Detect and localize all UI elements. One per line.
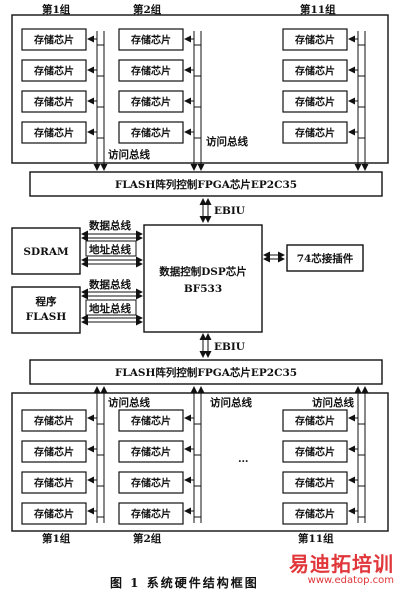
chip-box bbox=[282, 409, 348, 432]
chip-label: 存储芯片 bbox=[131, 127, 171, 140]
dsp-label-line1: 数据控制DSP芯片 bbox=[158, 265, 247, 278]
chip-label: 存储芯片 bbox=[131, 34, 171, 47]
sdram-address-bus-box bbox=[85, 240, 137, 257]
chip-box bbox=[21, 90, 87, 113]
chip-box bbox=[21, 28, 87, 51]
bottom-access-bus-label-2: 访问总线 bbox=[210, 396, 252, 409]
chip-box bbox=[21, 440, 87, 463]
sdram-data-bus-label: 数据总线 bbox=[88, 219, 131, 232]
bottom-group-2: 存储芯片 存储芯片 存储芯片 存储芯片 bbox=[118, 386, 205, 525]
chip-box bbox=[118, 440, 184, 463]
chip-box bbox=[118, 471, 184, 494]
flash-address-bus-label: 地址总线 bbox=[89, 302, 131, 315]
fpga-top-box bbox=[29, 171, 383, 197]
chip-box bbox=[118, 502, 184, 525]
top-group-2-label: 第2组 bbox=[133, 3, 162, 16]
chip-label: 存储芯片 bbox=[295, 65, 335, 78]
sdram-box bbox=[11, 227, 81, 275]
chip-label: 存储芯片 bbox=[131, 477, 171, 490]
chip-label: 存储芯片 bbox=[131, 415, 171, 428]
watermark: 易迪拓培训 www.edatop.com bbox=[289, 548, 394, 586]
chip-box bbox=[21, 409, 87, 432]
program-flash-label-line2: FLASH bbox=[26, 311, 67, 323]
chip-box bbox=[21, 59, 87, 82]
chip-box bbox=[21, 502, 87, 525]
chip-label: 存储芯片 bbox=[295, 508, 335, 521]
chip-box bbox=[282, 502, 348, 525]
chip-box bbox=[118, 90, 184, 113]
dsp-box bbox=[143, 224, 263, 333]
chip-label: 存储芯片 bbox=[34, 127, 74, 140]
bottom-group-11-label: 第11组 bbox=[298, 532, 334, 545]
chip-box bbox=[118, 28, 184, 51]
bottom-group-1: 存储芯片 存储芯片 存储芯片 存储芯片 bbox=[21, 386, 108, 525]
top-group-1: 存储芯片 存储芯片 存储芯片 存储芯片 bbox=[21, 28, 108, 171]
fpga-bottom-box bbox=[29, 359, 383, 385]
figure-caption: 图 1 系统硬件结构框图 bbox=[110, 576, 259, 590]
chip-label: 存储芯片 bbox=[131, 446, 171, 459]
bottom-access-bus-label-3: 访问总线 bbox=[312, 396, 354, 409]
bottom-group-2-label: 第2组 bbox=[133, 532, 162, 545]
chip-label: 存储芯片 bbox=[131, 96, 171, 109]
watermark-url: www.edatop.com bbox=[307, 575, 394, 586]
connector-74pin-label: 74芯接插件 bbox=[297, 252, 354, 265]
chip-box bbox=[21, 471, 87, 494]
top-groups-frame bbox=[11, 14, 389, 164]
bottom-groups-frame bbox=[11, 392, 389, 532]
flash-data-bus-label: 数据总线 bbox=[88, 278, 131, 291]
chip-label: 存储芯片 bbox=[34, 508, 74, 521]
chip-label: 存储芯片 bbox=[34, 415, 74, 428]
top-access-bus-label-2: 访问总线 bbox=[206, 135, 248, 148]
chip-box bbox=[282, 59, 348, 82]
chip-label: 存储芯片 bbox=[34, 477, 74, 490]
fpga-top-label: FLASH阵列控制FPGA芯片EP2C35 bbox=[115, 178, 297, 191]
sdram-address-bus-label: 地址总线 bbox=[89, 243, 131, 256]
bottom-group-11: 存储芯片 存储芯片 存储芯片 存储芯片 bbox=[282, 386, 369, 525]
chip-box bbox=[118, 121, 184, 144]
chip-label: 存储芯片 bbox=[34, 96, 74, 109]
chip-label: 存储芯片 bbox=[295, 127, 335, 140]
chip-label: 存储芯片 bbox=[34, 65, 74, 78]
top-group-1-label: 第1组 bbox=[42, 3, 71, 16]
top-group-2: 存储芯片 存储芯片 存储芯片 存储芯片 bbox=[118, 28, 205, 171]
top-access-bus-label-1: 访问总线 bbox=[108, 148, 150, 161]
chip-label: 存储芯片 bbox=[131, 508, 171, 521]
chip-box bbox=[282, 440, 348, 463]
top-group-11: 存储芯片 存储芯片 存储芯片 存储芯片 bbox=[282, 28, 369, 171]
chip-box bbox=[282, 471, 348, 494]
sdram-label: SDRAM bbox=[23, 246, 69, 258]
top-group-11-label: 第11组 bbox=[300, 3, 336, 16]
watermark-logo: 易迪拓培训 bbox=[289, 552, 394, 576]
chip-box bbox=[118, 59, 184, 82]
ebiu-top-label: EBIU bbox=[214, 205, 245, 217]
dsp-label-line2: BF533 bbox=[184, 283, 222, 295]
chip-box bbox=[282, 121, 348, 144]
program-flash-box bbox=[11, 286, 81, 334]
chip-box bbox=[21, 121, 87, 144]
chip-label: 存储芯片 bbox=[295, 415, 335, 428]
chip-box bbox=[282, 90, 348, 113]
bottom-access-bus-label-1: 访问总线 bbox=[108, 396, 150, 409]
flash-address-bus-box bbox=[85, 299, 137, 316]
chip-label: 存储芯片 bbox=[34, 34, 74, 47]
chip-box bbox=[118, 409, 184, 432]
program-flash-label-line1: 程序 bbox=[36, 295, 57, 308]
chip-label: 存储芯片 bbox=[131, 65, 171, 78]
chip-label: 存储芯片 bbox=[295, 34, 335, 47]
chip-label: 存储芯片 bbox=[295, 477, 335, 490]
chip-label: 存储芯片 bbox=[295, 96, 335, 109]
chip-box bbox=[282, 28, 348, 51]
connector-74pin-box bbox=[286, 244, 364, 272]
groups-ellipsis: … bbox=[238, 453, 249, 465]
chip-label: 存储芯片 bbox=[34, 446, 74, 459]
chip-label: 存储芯片 bbox=[295, 446, 335, 459]
ebiu-bottom-label: EBIU bbox=[214, 341, 245, 353]
fpga-bottom-label: FLASH阵列控制FPGA芯片EP2C35 bbox=[115, 366, 297, 379]
bottom-group-1-label: 第1组 bbox=[42, 532, 71, 545]
